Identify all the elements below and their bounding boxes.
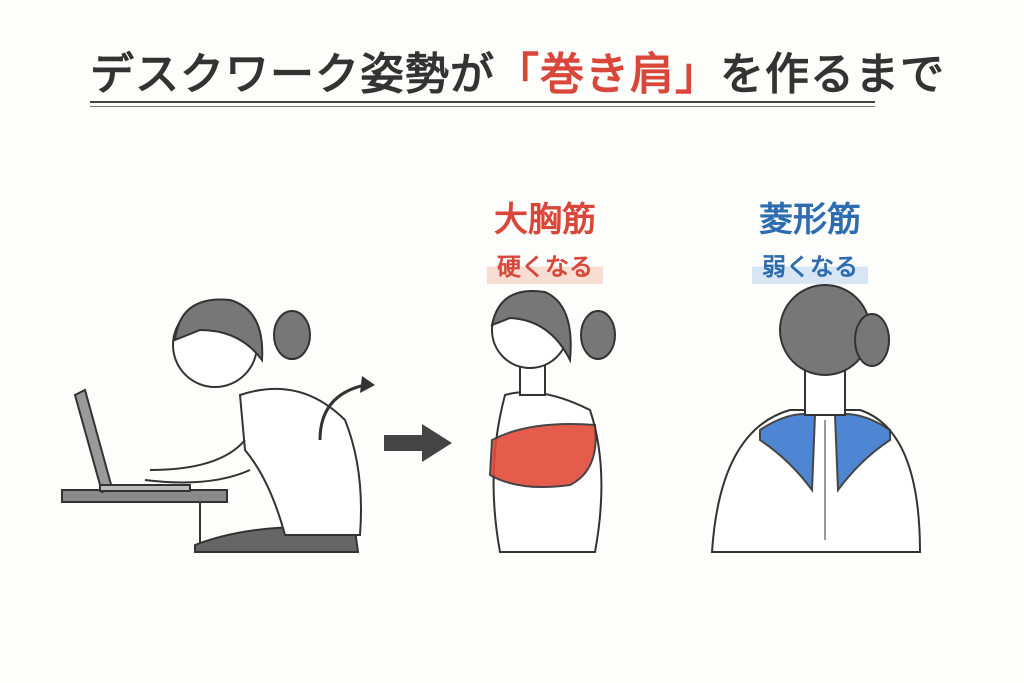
pectoralis-state: 硬くなる <box>487 245 603 284</box>
laptop-base <box>99 484 191 492</box>
desk-worker-figure <box>61 298 362 553</box>
pectoralis-name: 大胸筋 <box>494 200 596 240</box>
ponytail <box>580 310 616 360</box>
shirt <box>238 387 362 536</box>
title-suffix: を作るまで <box>720 49 945 100</box>
rhomboid-name: 菱形筋 <box>759 200 861 240</box>
title-highlight: 「巻き肩」 <box>495 49 720 100</box>
curved-arrow-icon <box>318 383 366 441</box>
ponytail <box>273 310 311 360</box>
laptop-screen <box>73 388 114 494</box>
rhomboid-muscle-right <box>833 413 891 493</box>
title-underline-thin <box>90 106 875 107</box>
pectoralis-label: 大胸筋 硬くなる <box>470 192 620 284</box>
page-title: デスクワーク姿勢が「巻き肩」を作るまで <box>90 38 944 102</box>
right-arrow-icon <box>384 424 452 462</box>
hair <box>490 290 572 364</box>
ponytail <box>854 313 890 367</box>
curved-arrow-head <box>360 376 375 393</box>
rhomboid-state: 弱くなる <box>752 245 868 284</box>
arms <box>144 439 251 484</box>
back-view-figure <box>710 284 922 553</box>
rhomboid-label: 菱形筋 弱くなる <box>735 192 885 284</box>
title-prefix: デスクワーク姿勢が <box>90 49 495 100</box>
neck <box>804 369 846 416</box>
side-view-figure <box>488 290 616 553</box>
title-underline <box>90 101 875 103</box>
rhomboid-muscle-left <box>759 413 817 493</box>
hair <box>173 298 264 363</box>
pectoralis-muscle <box>488 423 597 489</box>
